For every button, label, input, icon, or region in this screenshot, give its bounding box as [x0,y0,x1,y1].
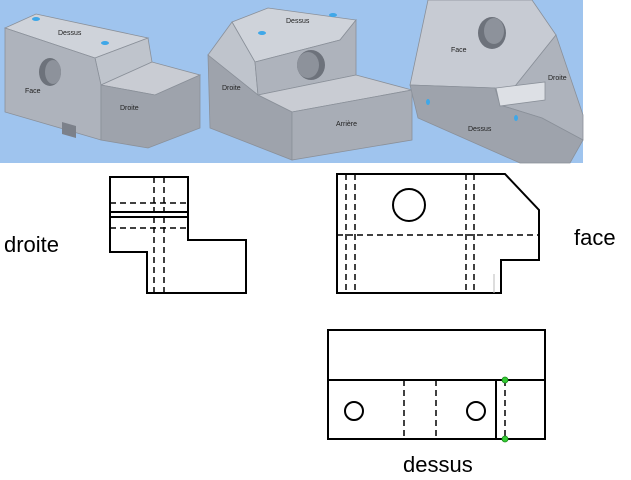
view3-screw-2 [514,115,518,121]
view1-right-face [100,74,201,149]
front-view-hole [392,188,426,222]
view2-label-left: Droite [222,85,241,92]
isometric-view-1: Dessus Face Droite [3,13,202,149]
top-view-marker-top [501,376,509,384]
view3-slot [495,81,546,107]
view1-hole-inner [45,60,61,84]
view2-back-face [291,89,413,161]
front-view-label: face [574,225,616,250]
top-view-label: dessus [403,452,473,477]
view1-label-top: Dessus [58,30,82,37]
view1-notch [62,122,76,138]
view3-label-front: Face [451,47,467,54]
top-view-hole-left [344,401,364,421]
view3-label-bottom: Dessus [468,126,492,133]
view2-label-back: Arrière [336,121,357,128]
front-view-outline [336,173,540,294]
right-view-label: droite [4,232,59,257]
right-view-outline [109,176,247,294]
isometric-view-2: Dessus Droite Arrière [207,7,413,161]
view2-screw-1 [258,31,266,35]
right-view-hidden-lines [110,177,188,293]
top-view-projection [327,329,546,443]
front-view-hidden-lines [337,174,539,293]
right-view-projection [109,176,247,294]
front-view-projection [336,173,540,294]
view2-label-top: Dessus [286,18,310,25]
top-view-upper-rect [327,329,546,381]
view1-label-front: Face [25,88,41,95]
view1-screw-2 [101,41,109,45]
isometric-view-3: Face Droite Dessus [409,0,584,164]
top-view-hole-right [466,401,486,421]
view2-screw-2 [329,13,337,17]
view3-hole-inner [484,18,504,44]
top-view-marker-bottom [501,435,509,443]
isometric-banner: Dessus Face Droite Dessus Droite Arrière [0,0,584,164]
view3-screw-1 [426,99,430,105]
view3-bottom-face [409,84,584,164]
view2-hole-inner [297,52,319,78]
view3-label-right: Droite [548,75,567,82]
top-view-hidden-lines [403,380,506,439]
view1-screw-1 [32,17,40,21]
view1-label-right: Droite [120,105,139,112]
